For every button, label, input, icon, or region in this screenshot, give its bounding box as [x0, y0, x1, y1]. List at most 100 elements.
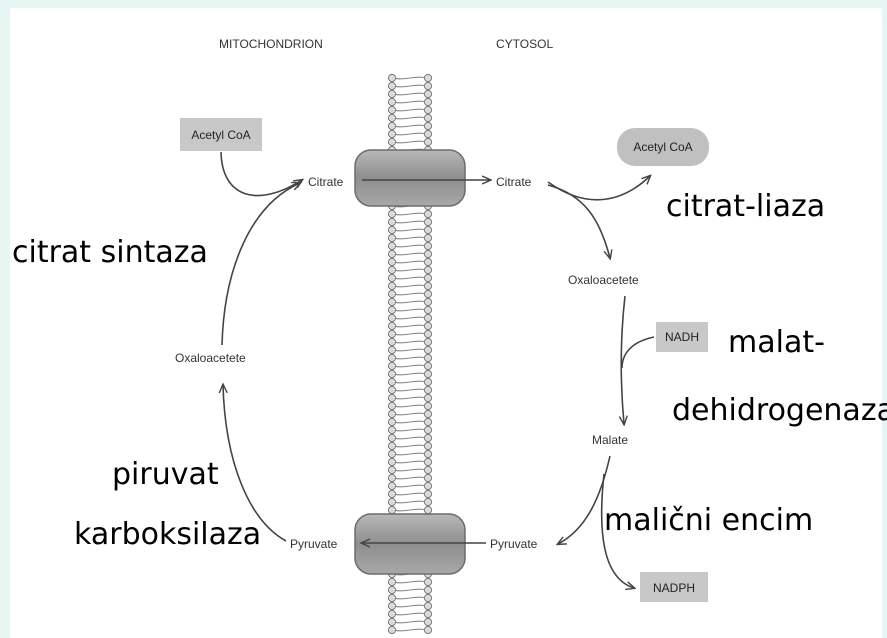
lipid-head [424, 450, 431, 457]
lipid-head [388, 322, 395, 329]
lipid-head [388, 234, 395, 241]
lipid-head [388, 410, 395, 417]
mito-acetyl-coa-label: Acetyl CoA [191, 128, 250, 142]
lipid-head [388, 298, 395, 305]
lipid-head [388, 618, 395, 625]
lipid-head [388, 466, 395, 473]
lipid-head [388, 242, 395, 249]
lipid-head [424, 114, 431, 121]
lipid-head [388, 82, 395, 89]
lipid-head [424, 274, 431, 281]
lipid-head [388, 258, 395, 265]
nadh-label: NADH [665, 330, 699, 344]
lipid-head [424, 426, 431, 433]
lipid-head [388, 626, 395, 633]
lipid-head [424, 298, 431, 305]
lipid-head [424, 578, 431, 585]
lipid-head [424, 490, 431, 497]
lipid-head [388, 610, 395, 617]
malicni-encim-label: malični encim [604, 503, 813, 538]
lipid-head [424, 386, 431, 393]
lipid-head [424, 322, 431, 329]
lipid-head [424, 362, 431, 369]
lipid-head [388, 330, 395, 337]
lipid-head [388, 402, 395, 409]
lipid-head [424, 330, 431, 337]
lipid-head [424, 370, 431, 377]
lipid-head [424, 466, 431, 473]
lipid-head [388, 442, 395, 449]
lipid-head [388, 282, 395, 289]
malat-dehidrogenaza-line1: malat- [728, 325, 825, 360]
lipid-head [424, 290, 431, 297]
malat-dehidrogenaza-line2: dehidrogenaza [672, 393, 887, 428]
nadph-label: NADPH [653, 581, 695, 595]
lipid-head [388, 122, 395, 129]
lipid-head [424, 498, 431, 505]
lipid-head [424, 394, 431, 401]
lipid-head [424, 258, 431, 265]
lipid-head [388, 274, 395, 281]
mito-citrate-label: Citrate [308, 175, 344, 189]
citrat-sintaza-label: citrat sintaza [12, 235, 208, 270]
lipid-head [424, 626, 431, 633]
lipid-head [424, 210, 431, 217]
lipid-head [424, 586, 431, 593]
lipid-head [424, 618, 431, 625]
lipid-head [424, 250, 431, 257]
lipid-head [424, 346, 431, 353]
cyto-malate-label: Malate [592, 433, 628, 447]
lipid-head [388, 210, 395, 217]
lipid-head [388, 370, 395, 377]
lipid-head [388, 338, 395, 345]
lipid-head [388, 490, 395, 497]
lipid-head [424, 482, 431, 489]
lipid-head [424, 506, 431, 513]
piruvat-karboksilaza-line2: karboksilaza [74, 517, 261, 552]
lipid-head [388, 474, 395, 481]
citrate-transporter [355, 150, 465, 206]
lipid-head [424, 434, 431, 441]
lipid-head [388, 586, 395, 593]
cyto-acetyl-coa-label: Acetyl CoA [633, 140, 692, 154]
lipid-head [424, 226, 431, 233]
lipid-head [424, 442, 431, 449]
lipid-head [388, 386, 395, 393]
lipid-head [424, 378, 431, 385]
lipid-head [388, 362, 395, 369]
lipid-head [388, 394, 395, 401]
lipid-head [388, 450, 395, 457]
lipid-head [424, 122, 431, 129]
lipid-head [424, 306, 431, 313]
lipid-head [388, 378, 395, 385]
lipid-head [424, 610, 431, 617]
lipid-head [388, 290, 395, 297]
piruvat-karboksilaza-line1: piruvat [112, 457, 219, 492]
lipid-head [424, 98, 431, 105]
lipid-head [388, 482, 395, 489]
lipid-head [388, 250, 395, 257]
lipid-head [388, 498, 395, 505]
pyruvate-transporter [355, 514, 465, 574]
lipid-head [388, 114, 395, 121]
lipid-head [424, 458, 431, 465]
lipid-head [424, 282, 431, 289]
lipid-head [388, 226, 395, 233]
lipid-head [388, 458, 395, 465]
lipid-head [424, 402, 431, 409]
lipid-head [388, 346, 395, 353]
lipid-head [424, 594, 431, 601]
citrat-liaza-label: citrat-liaza [666, 189, 825, 224]
cytosol-header: CYTOSOL [496, 37, 553, 51]
lipid-head [424, 410, 431, 417]
cyto-pyruvate-label: Pyruvate [490, 537, 538, 551]
lipid-head [424, 242, 431, 249]
lipid-head [388, 594, 395, 601]
lipid-head [388, 434, 395, 441]
lipid-head [388, 602, 395, 609]
lipid-head [388, 74, 395, 81]
lipid-head [424, 82, 431, 89]
lipid-head [388, 130, 395, 137]
cyto-oxaloacetate-label: Oxaloacetete [568, 273, 639, 287]
